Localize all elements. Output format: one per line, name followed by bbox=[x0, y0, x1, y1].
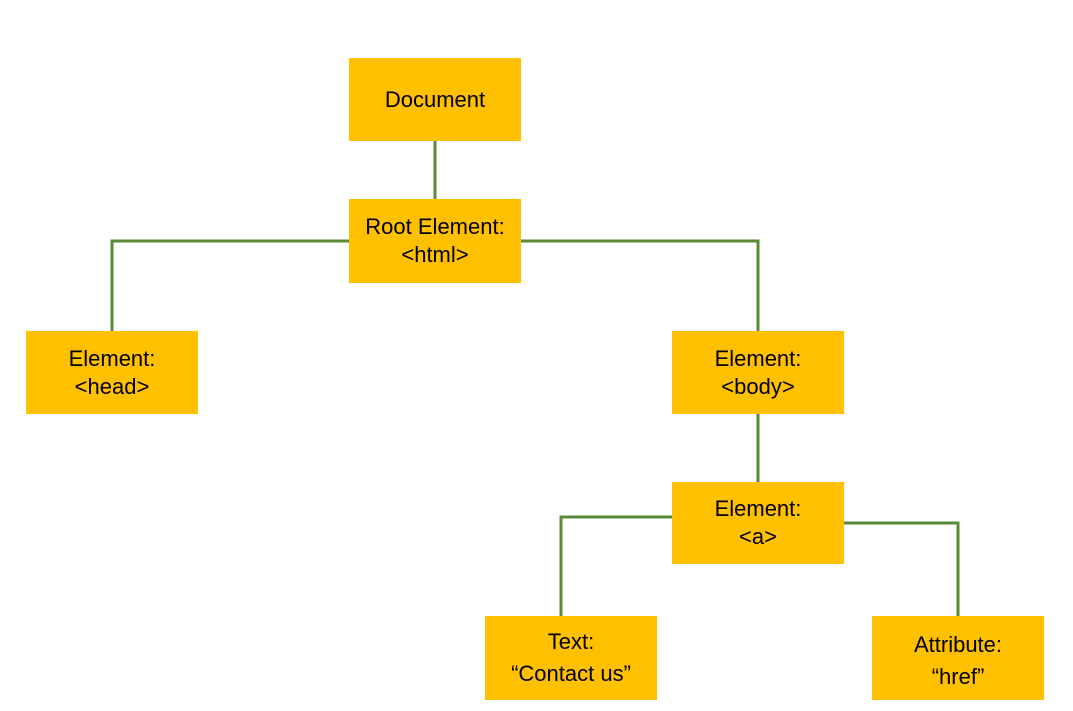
node-body-label: Element: bbox=[714, 345, 802, 371]
node-html-label: Root Element: bbox=[365, 214, 505, 239]
node-a-tag: <a> bbox=[739, 524, 777, 549]
node-document-label: Document bbox=[384, 86, 486, 112]
node-document: Document bbox=[349, 58, 521, 141]
node-attribute-value: “href” bbox=[931, 664, 985, 689]
node-a-label: Element: bbox=[714, 496, 802, 521]
node-element-a: Element: <a> bbox=[672, 482, 844, 564]
node-head-tag: <head> bbox=[74, 373, 150, 399]
node-root-element-html: Root Element: <html> bbox=[349, 199, 521, 283]
node-attribute-href: Attribute: “href” bbox=[872, 616, 1044, 700]
node-text-value: “Contact us” bbox=[511, 661, 631, 686]
node-element-body: Element: <body> bbox=[672, 331, 844, 414]
node-text-contact-us: Text: “Contact us” bbox=[485, 616, 657, 700]
node-html-tag: <html> bbox=[401, 242, 469, 267]
node-element-head: Element: <head> bbox=[26, 331, 198, 414]
node-head-label: Element: bbox=[68, 345, 156, 371]
node-attribute-label: Attribute: bbox=[913, 632, 1003, 657]
node-body-tag: <body> bbox=[721, 373, 795, 399]
node-text-label: Text: bbox=[547, 629, 595, 654]
